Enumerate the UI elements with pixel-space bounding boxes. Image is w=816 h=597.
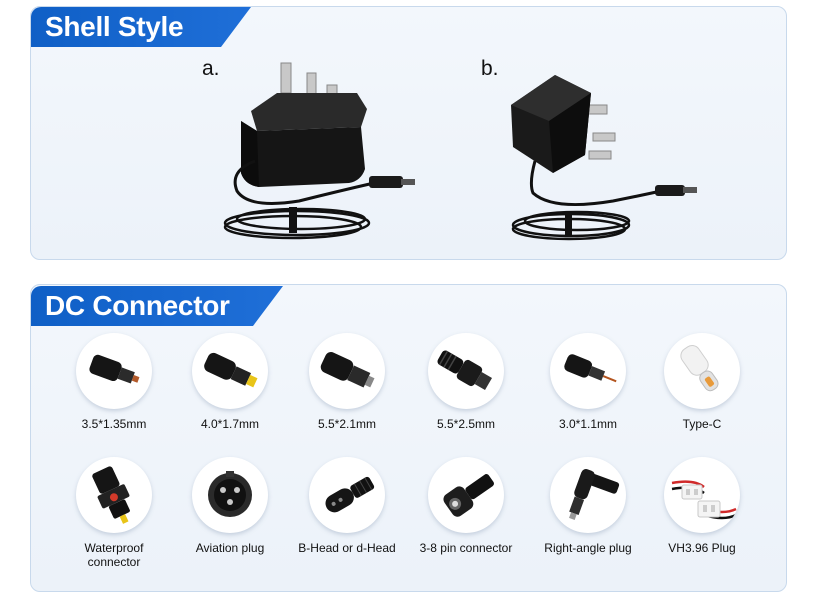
dc-connector-panel: DC Connector 3.5*1.35mm 4.0*: [30, 284, 787, 592]
dc-connector-title: DC Connector: [31, 286, 283, 326]
b-head-plug-icon: [309, 457, 385, 533]
connector-type-c[interactable]: Type-C: [647, 333, 757, 431]
vh396-plug-icon: [664, 457, 740, 533]
connector-label: VH3.96 Plug: [668, 541, 736, 555]
dc-barrel-plug-icon: [76, 333, 152, 409]
aviation-plug-icon: [192, 457, 268, 533]
connector-label: B-Head or d-Head: [298, 541, 396, 555]
connector-waterproof[interactable]: Waterproof connector: [59, 457, 169, 569]
connector-label: 5.5*2.5mm: [436, 417, 496, 431]
din-pin-connector-icon: [428, 457, 504, 533]
connector-label: 3.0*1.1mm: [558, 417, 618, 431]
wall-adapter-a-image: [223, 62, 415, 240]
connector-4-0x1-7[interactable]: 4.0*1.7mm: [175, 333, 285, 431]
connector-b-head[interactable]: B-Head or d-Head: [292, 457, 402, 555]
shell-option-b-label: b.: [481, 57, 499, 80]
connector-5-5x2-5[interactable]: 5.5*2.5mm: [411, 333, 521, 431]
connector-label: Type-C: [682, 417, 722, 431]
connector-3-8-pin[interactable]: 3-8 pin connector: [411, 457, 521, 555]
dc-barrel-plug-gold-tip-icon: [192, 333, 268, 409]
connector-3-5x1-35[interactable]: 3.5*1.35mm: [59, 333, 169, 431]
connector-label: 3-8 pin connector: [419, 541, 513, 555]
connector-3-0x1-1[interactable]: 3.0*1.1mm: [533, 333, 643, 431]
connector-label: 5.5*2.1mm: [317, 417, 377, 431]
wall-adapter-b-image: [511, 75, 697, 241]
connector-label: Waterproof connector: [84, 541, 144, 569]
dc-barrel-plug-small-icon: [550, 333, 626, 409]
right-angle-plug-icon: [550, 457, 626, 533]
connector-label: 3.5*1.35mm: [81, 417, 147, 431]
shell-style-title: Shell Style: [31, 7, 251, 47]
shell-option-a-label: a.: [202, 57, 220, 80]
shell-style-panel: Shell Style a. b.: [30, 6, 787, 260]
connector-label: 4.0*1.7mm: [200, 417, 260, 431]
dc-barrel-plug-icon: [309, 333, 385, 409]
connector-right-angle[interactable]: Right-angle plug: [533, 457, 643, 555]
dc-barrel-plug-strain-relief-icon: [428, 333, 504, 409]
waterproof-connector-icon: [76, 457, 152, 533]
connector-label: Aviation plug: [195, 541, 265, 555]
connector-vh3-96[interactable]: VH3.96 Plug: [647, 457, 757, 555]
connector-label: Right-angle plug: [544, 541, 632, 555]
connector-5-5x2-1[interactable]: 5.5*2.1mm: [292, 333, 402, 431]
connector-aviation[interactable]: Aviation plug: [175, 457, 285, 555]
usb-type-c-plug-icon: [664, 333, 740, 409]
